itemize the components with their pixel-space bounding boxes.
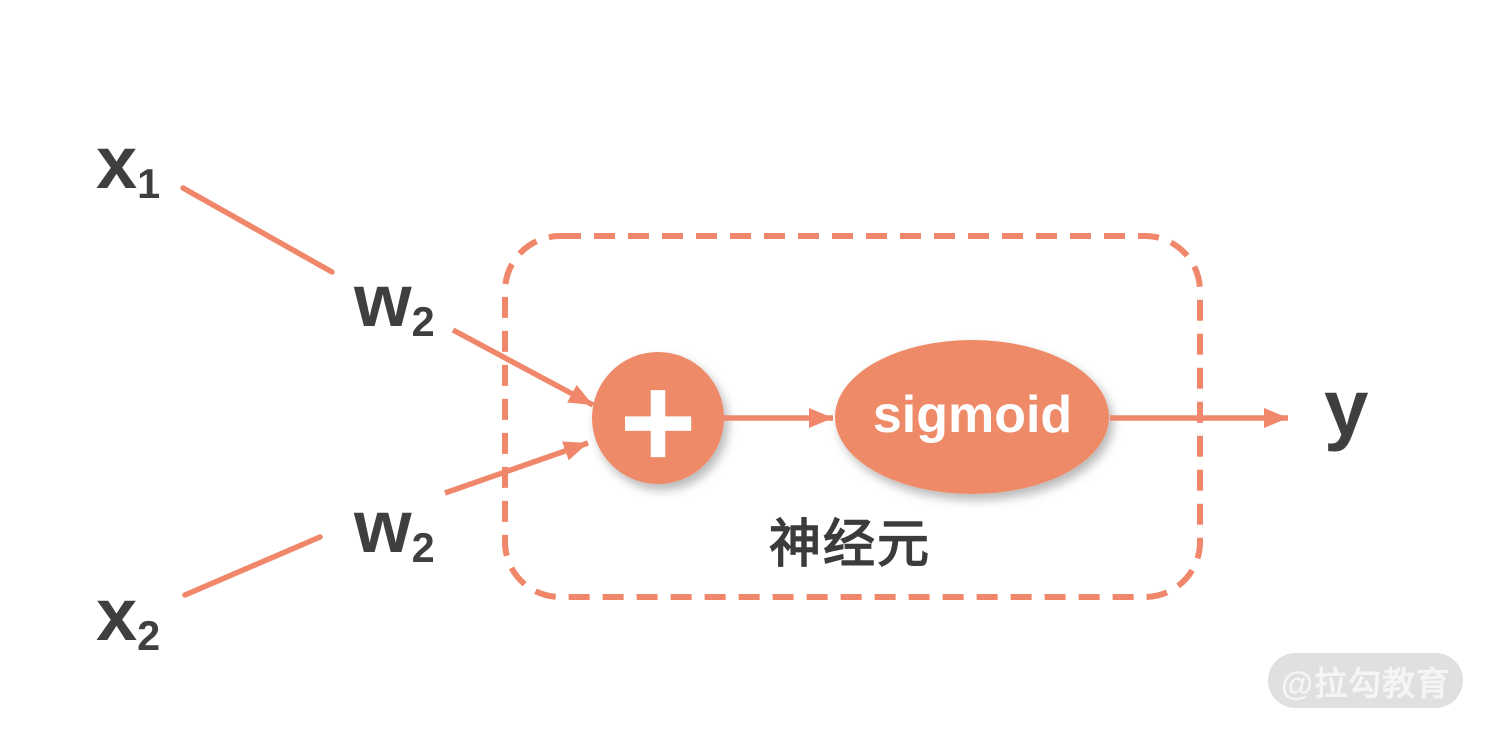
sum-node-circle: [592, 352, 724, 484]
weight-label-w2-bottom-base: w: [354, 485, 412, 568]
input-label-x1: x1: [96, 126, 161, 207]
plus-icon: +: [619, 349, 696, 496]
input-arrow-x1: [451, 327, 595, 408]
input-label-x2-base: x: [96, 573, 138, 656]
neuron-group-label: 神经元: [768, 516, 931, 574]
weight-label-w2-bottom: w2: [354, 490, 435, 571]
input-line-x2-segment: [182, 534, 323, 598]
activation-label: sigmoid: [872, 386, 1073, 444]
input-label-x2-subscript: 2: [137, 611, 161, 659]
weight-label-w2-top-subscript: 2: [411, 297, 435, 345]
input-label-x1-subscript: 1: [137, 159, 161, 207]
output-label-y: y: [1324, 363, 1369, 452]
watermark-badge: @拉勾教育: [1268, 653, 1463, 708]
input-line-x1-segment: [180, 185, 335, 275]
weight-label-w2-bottom-subscript: 2: [411, 523, 435, 571]
input-arrow-x2: [444, 440, 589, 496]
input-label-x2: x2: [96, 578, 161, 659]
watermark-text: @拉勾教育: [1280, 664, 1451, 702]
weight-label-w2-top: w2: [354, 264, 435, 345]
weight-label-w2-top-base: w: [354, 259, 412, 342]
activation-node-ellipse: [835, 340, 1109, 494]
input-label-x1-base: x: [96, 121, 138, 204]
